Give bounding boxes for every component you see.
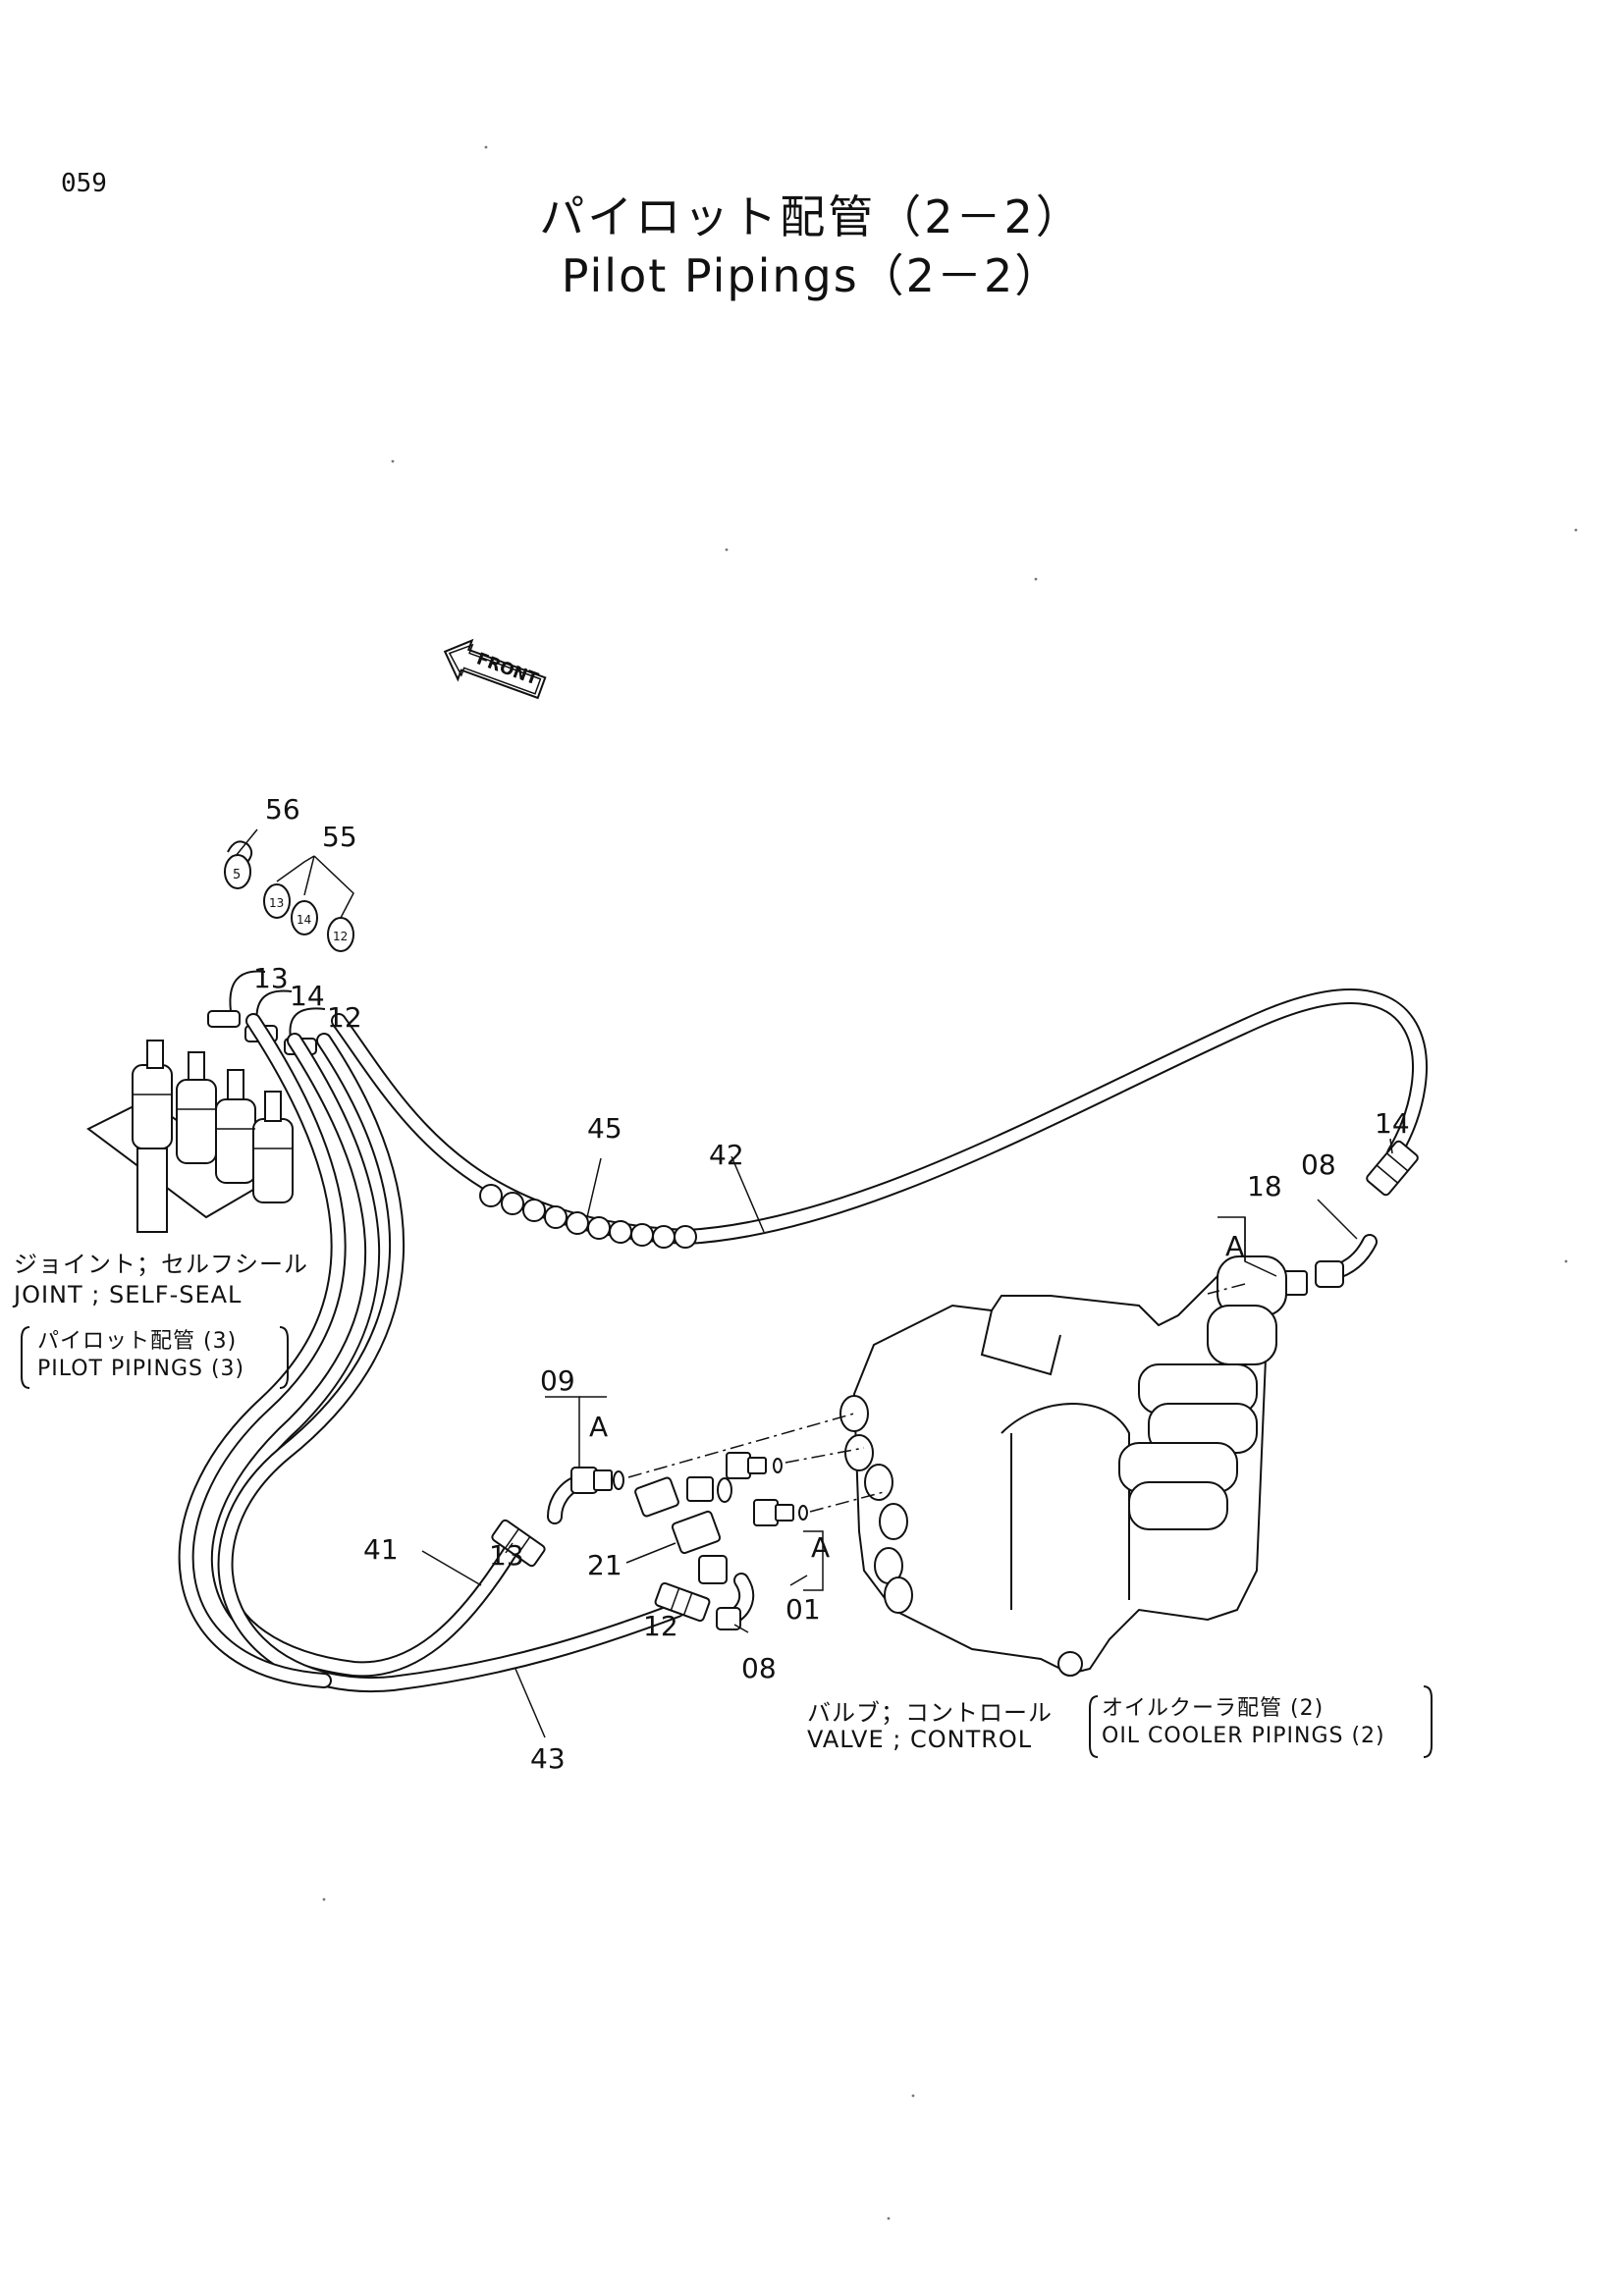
callout-14-right: 14 <box>1375 1107 1410 1140</box>
callout-12-top: 12 <box>327 1001 362 1034</box>
callout-a-right: A <box>1225 1230 1245 1262</box>
hose-protector-45 <box>479 1184 697 1249</box>
joint-caption-japanese: ジョイント；セルフシール <box>14 1251 308 1278</box>
caption-brackets <box>21 1326 1433 1758</box>
valve-reference-english: OIL COOLER PIPINGS (2) <box>1102 1724 1385 1748</box>
callout-45: 45 <box>587 1112 622 1145</box>
hose-43 <box>217 1033 685 1693</box>
port-reference-lines <box>627 1283 1246 1513</box>
elbow-08-right <box>1315 1234 1378 1288</box>
valve-caption-japanese: バルブ；コントロール <box>807 1699 1053 1727</box>
adapter-01 <box>726 1452 808 1526</box>
hose-fitting-13 <box>491 1519 546 1568</box>
page-number: 059 <box>61 169 107 198</box>
joint-caption-english: JOINT ; SELF-SEAL <box>14 1281 243 1308</box>
control-valve-body <box>839 1255 1287 1677</box>
hose-42 <box>331 988 1428 1246</box>
tag-label-5: 5 <box>233 868 241 882</box>
scan-specks <box>322 145 1578 2220</box>
callout-13-bottom: 13 <box>489 1539 524 1572</box>
valve-caption-english: VALVE ; CONTROL <box>807 1726 1033 1753</box>
callout-12-bottom: 12 <box>643 1610 678 1642</box>
callout-08-right: 08 <box>1301 1148 1336 1181</box>
page-title-japanese: パイロット配管（2－2） <box>539 190 1084 243</box>
elbow-09 <box>547 1467 624 1524</box>
front-arrow-icon <box>443 638 547 700</box>
callout-43: 43 <box>530 1742 566 1775</box>
callout-13-top: 13 <box>253 962 289 994</box>
callout-42: 42 <box>709 1139 744 1171</box>
callout-leaders <box>421 1138 1393 1738</box>
identification-tags: 5 13 14 12 <box>224 828 354 952</box>
elbow-08-bottom <box>716 1573 755 1630</box>
self-seal-joint-block <box>86 970 326 1233</box>
joint-reference-english: PILOT PIPINGS (3) <box>37 1357 245 1381</box>
tag-label-12: 12 <box>333 930 348 943</box>
callout-09: 09 <box>540 1364 575 1397</box>
tag-label-13: 13 <box>269 896 284 910</box>
callout-55: 55 <box>322 821 357 853</box>
callout-01: 01 <box>785 1593 821 1626</box>
page-title-english: Pilot Pipings（2－2） <box>561 249 1062 302</box>
hose-fitting-14 <box>1366 1140 1419 1197</box>
callout-14-top: 14 <box>290 980 325 1012</box>
tee-fitting-21 <box>634 1476 732 1584</box>
callout-a-left: A <box>589 1411 609 1443</box>
hose-fitting-12 <box>654 1581 711 1623</box>
callout-56: 56 <box>265 793 300 826</box>
valve-reference-japanese: オイルクーラ配管 (2) <box>1102 1696 1325 1721</box>
callout-08-bottom: 08 <box>741 1652 777 1684</box>
callout-18: 18 <box>1247 1170 1282 1202</box>
joint-reference-japanese: パイロット配管 (3) <box>37 1329 238 1354</box>
hose-third <box>178 1013 347 1688</box>
callout-21: 21 <box>587 1549 622 1581</box>
callout-a-mid: A <box>811 1531 831 1564</box>
callout-41: 41 <box>363 1533 399 1566</box>
tag-label-14: 14 <box>297 913 311 927</box>
